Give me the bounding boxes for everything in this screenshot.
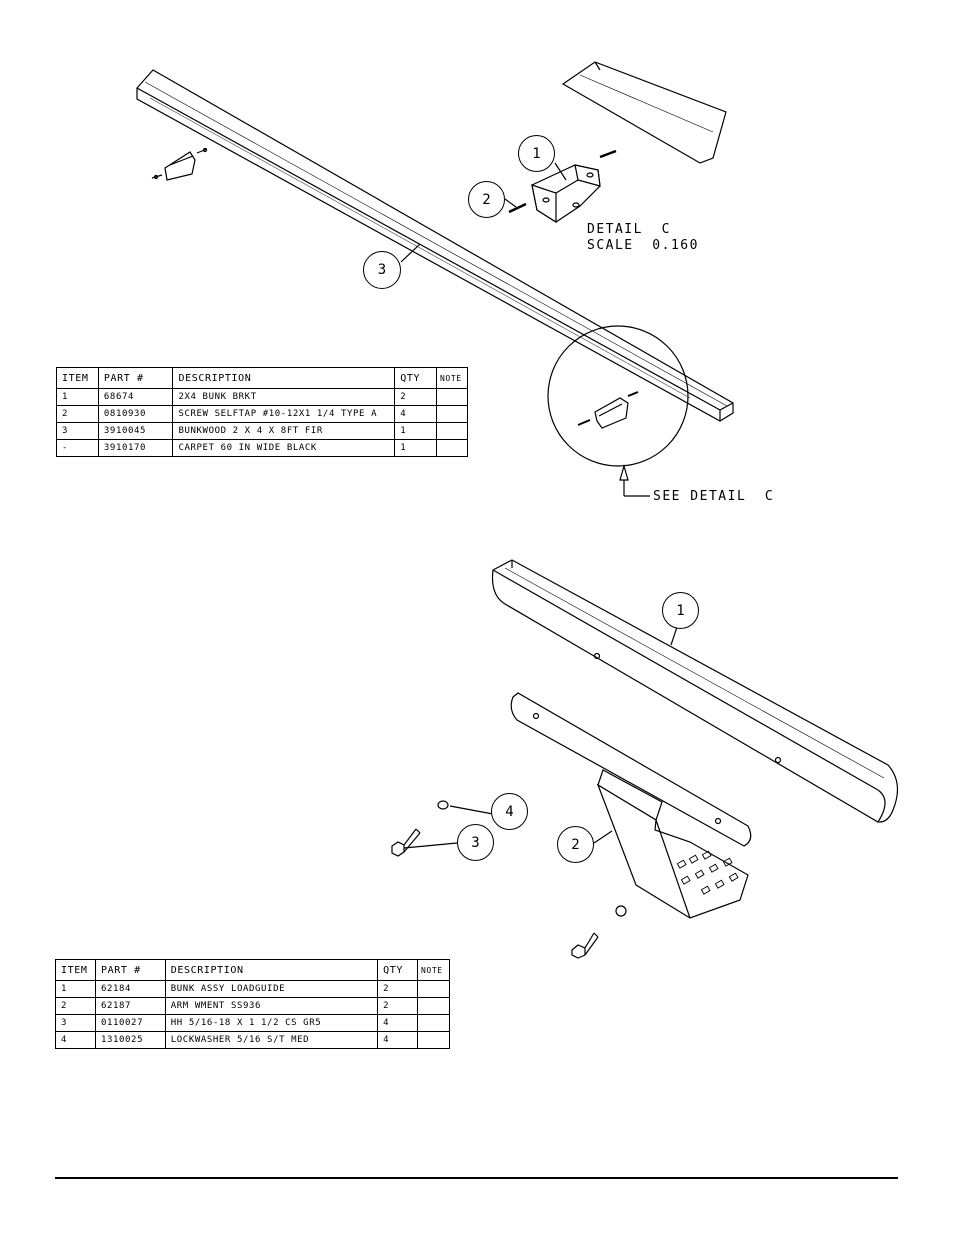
table-row: 4 1310025 LOCKWASHER 5/16 S/T MED 4 xyxy=(55,1031,450,1049)
col-qty-header: QTY xyxy=(377,959,419,981)
cell-part: 3910045 xyxy=(97,422,174,440)
cell-qty: 4 xyxy=(377,1031,419,1049)
bom-header-row: ITEM PART # DESCRIPTION QTY NOTE xyxy=(56,367,468,389)
detail-title: DETAIL C xyxy=(587,222,671,237)
table-row: 1 68674 2X4 BUNK BRKT 2 xyxy=(56,388,468,406)
col-note-header: NOTE xyxy=(417,959,450,981)
cell-note xyxy=(436,405,468,423)
bom-header-row: ITEM PART # DESCRIPTION QTY NOTE xyxy=(55,959,450,981)
balloon-item-4-bottom: 4 xyxy=(491,793,528,830)
cell-description: CARPET 60 IN WIDE BLACK xyxy=(172,439,396,457)
cell-part: 0810930 xyxy=(97,405,174,423)
cell-part: 1310025 xyxy=(94,1031,166,1049)
cell-description: BUNKWOOD 2 X 4 X 8FT FIR xyxy=(172,422,396,440)
cell-qty: 2 xyxy=(377,997,419,1015)
col-part-header: PART # xyxy=(94,959,166,981)
balloon-item-2-top: 2 xyxy=(468,181,505,218)
cell-item: 3 xyxy=(56,422,99,440)
table-row: - 3910170 CARPET 60 IN WIDE BLACK 1 xyxy=(56,439,468,457)
cell-note xyxy=(417,1031,450,1049)
arm-weldment xyxy=(596,769,749,919)
balloon-item-1-bottom: 1 xyxy=(662,592,699,629)
col-part-header: PART # xyxy=(97,367,174,389)
cell-part: 62184 xyxy=(94,980,166,998)
cell-part: 3910170 xyxy=(97,439,174,457)
bunk-bracket-in-circle xyxy=(577,391,639,429)
cell-description: ARM WMENT SS936 xyxy=(164,997,379,1015)
col-qty-header: QTY xyxy=(394,367,438,389)
cell-note xyxy=(436,388,468,406)
loadguide-bunk xyxy=(491,559,899,823)
col-item-header: ITEM xyxy=(56,367,99,389)
bom-table-bottom: ITEM PART # DESCRIPTION QTY NOTE 1 62184… xyxy=(55,959,450,1049)
cell-item: 1 xyxy=(56,388,99,406)
cell-item: 1 xyxy=(55,980,96,998)
cell-item: 2 xyxy=(55,997,96,1015)
bom-table-top: ITEM PART # DESCRIPTION QTY NOTE 1 68674… xyxy=(56,367,468,457)
cell-qty: 1 xyxy=(394,422,438,440)
cell-note xyxy=(417,997,450,1015)
balloon-item-3-bottom: 3 xyxy=(457,824,494,861)
hex-bolt-bottom xyxy=(571,932,599,959)
cell-note xyxy=(417,980,450,998)
cell-item: 4 xyxy=(55,1031,96,1049)
cell-note xyxy=(436,439,468,457)
cell-item: 3 xyxy=(55,1014,96,1032)
cell-qty: 4 xyxy=(394,405,438,423)
table-row: 2 0810930 SCREW SELFTAP #10-12X1 1/4 TYP… xyxy=(56,405,468,423)
bunk-bracket-detail xyxy=(508,149,617,224)
lockwasher-bottom xyxy=(615,905,627,917)
cell-part: 0110027 xyxy=(94,1014,166,1032)
hex-bolt-left xyxy=(391,828,421,857)
footer-rule xyxy=(55,1177,898,1179)
detail-scale: SCALE 0.160 xyxy=(587,238,699,253)
balloon-item-3-top: 3 xyxy=(363,251,401,289)
see-detail-leader xyxy=(619,463,650,497)
bunkwood-board xyxy=(136,69,734,422)
cell-description: 2X4 BUNK BRKT xyxy=(172,388,396,406)
bunk-bracket-left xyxy=(151,147,208,181)
balloon-item-1-top: 1 xyxy=(518,135,555,172)
col-description-header: DESCRIPTION xyxy=(172,367,396,389)
cell-note xyxy=(436,422,468,440)
col-note-header: NOTE xyxy=(436,367,468,389)
cell-qty: 2 xyxy=(377,980,419,998)
table-row: 3 0110027 HH 5/16-18 X 1 1/2 CS GR5 4 xyxy=(55,1014,450,1032)
see-detail-label: SEE DETAIL C xyxy=(653,489,775,504)
cell-part: 68674 xyxy=(97,388,174,406)
col-item-header: ITEM xyxy=(55,959,96,981)
lockwasher-top xyxy=(437,800,449,810)
cell-item: - xyxy=(56,439,99,457)
cell-item: 2 xyxy=(56,405,99,423)
cell-part: 62187 xyxy=(94,997,166,1015)
cell-description: LOCKWASHER 5/16 S/T MED xyxy=(164,1031,379,1049)
table-row: 1 62184 BUNK ASSY LOADGUIDE 2 xyxy=(55,980,450,998)
col-description-header: DESCRIPTION xyxy=(164,959,379,981)
detail-circle xyxy=(547,325,689,467)
cell-description: HH 5/16-18 X 1 1/2 CS GR5 xyxy=(164,1014,379,1032)
cell-note xyxy=(417,1014,450,1032)
cell-qty: 4 xyxy=(377,1014,419,1032)
cell-description: SCREW SELFTAP #10-12X1 1/4 TYPE A xyxy=(172,405,396,423)
cell-qty: 2 xyxy=(394,388,438,406)
cell-qty: 1 xyxy=(394,439,438,457)
carpet-piece xyxy=(561,61,727,164)
cell-description: BUNK ASSY LOADGUIDE xyxy=(164,980,379,998)
loadguide-arm xyxy=(510,692,752,847)
balloon-item-2-bottom: 2 xyxy=(557,826,594,863)
table-row: 2 62187 ARM WMENT SS936 2 xyxy=(55,997,450,1015)
table-row: 3 3910045 BUNKWOOD 2 X 4 X 8FT FIR 1 xyxy=(56,422,468,440)
